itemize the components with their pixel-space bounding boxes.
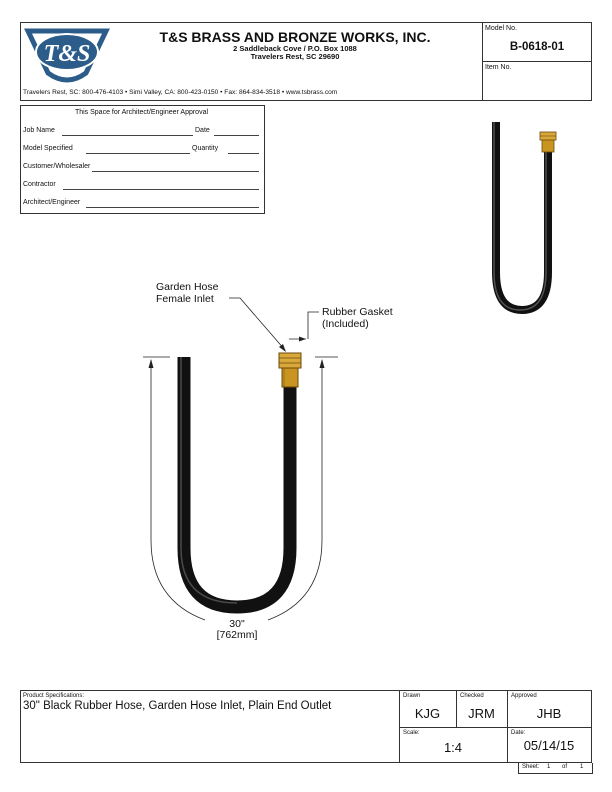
- model-specified-field[interactable]: [86, 153, 190, 154]
- quantity-field[interactable]: [228, 153, 259, 154]
- svg-text:T&S: T&S: [44, 41, 91, 67]
- contractor-label: Contractor: [23, 181, 56, 188]
- customer-field[interactable]: [92, 171, 259, 172]
- tb-mid: [399, 727, 592, 728]
- architect-label: Architect/Engineer: [23, 199, 81, 206]
- frame-left: [20, 22, 21, 100]
- tb-div-approved: [507, 690, 508, 762]
- company-name: T&S BRASS AND BRONZE WORKS, INC.: [159, 29, 431, 45]
- frame-header-bottom: [20, 100, 592, 101]
- model-specified-label: Model Specified: [23, 145, 73, 152]
- tb-left: [20, 690, 21, 762]
- architect-field[interactable]: [86, 207, 259, 208]
- tb-top: [20, 690, 592, 691]
- drawn-value: KJG: [414, 706, 441, 721]
- sheet-of: of: [562, 764, 568, 770]
- customer-label: Customer/Wholesaler: [23, 163, 91, 170]
- checked-value: JRM: [468, 706, 495, 721]
- date-label-tb: Date:: [511, 730, 526, 736]
- approved-value: JHB: [536, 706, 562, 721]
- iso-hose-drawing: [492, 122, 557, 315]
- date-label: Date: [195, 127, 210, 134]
- job-name-field[interactable]: [62, 135, 193, 136]
- sheet-box: [518, 763, 593, 774]
- model-number: B-0618-01: [509, 41, 565, 53]
- spec-text: 30" Black Rubber Hose, Garden Hose Inlet…: [23, 700, 332, 712]
- company-contact: Travelers Rest, SC: 800-476-4103 • Simi …: [23, 89, 338, 96]
- tb-bottom: [20, 762, 592, 763]
- company-address-2: Travelers Rest, SC 29690: [250, 52, 340, 61]
- gasket-label-line2: (Included): [322, 318, 369, 330]
- drawn-label: Drawn: [403, 693, 421, 699]
- inlet-label-line2: Female Inlet: [156, 293, 214, 305]
- quantity-label: Quantity: [192, 145, 219, 152]
- sheet-label: Sheet:: [522, 764, 540, 770]
- checked-label: Checked: [460, 693, 484, 699]
- approval-title: This Space for Architect/Engineer Approv…: [74, 109, 209, 116]
- frame-top: [20, 22, 592, 23]
- dimension-mm: [762mm]: [216, 629, 258, 641]
- sheet-total: 1: [580, 764, 584, 770]
- model-label: Model No.: [485, 25, 517, 32]
- gasket-label-line1: Rubber Gasket: [322, 306, 393, 318]
- approval-box: [20, 105, 265, 214]
- date-field[interactable]: [214, 135, 259, 136]
- company-address-1: 2 Saddleback Cove / P.O. Box 1088: [233, 44, 357, 53]
- tb-right: [591, 690, 592, 762]
- scale-label: Scale:: [403, 730, 420, 736]
- company-logo: T&S: [24, 25, 110, 87]
- approved-label: Approved: [511, 693, 537, 699]
- job-name-label: Job Name: [23, 127, 55, 134]
- item-label: Item No.: [485, 64, 512, 71]
- tb-div-drawn: [399, 690, 400, 762]
- inlet-label-line1: Garden Hose: [156, 281, 219, 293]
- scale-value: 1:4: [443, 740, 463, 755]
- tb-div-checked: [456, 690, 457, 727]
- date-value: 05/14/15: [523, 738, 575, 753]
- spec-label: Product Specifications:: [23, 693, 85, 699]
- contractor-field[interactable]: [63, 189, 259, 190]
- dimension-inches: 30": [229, 618, 245, 630]
- item-divider: [482, 61, 592, 62]
- sheet-number: 1: [547, 764, 551, 770]
